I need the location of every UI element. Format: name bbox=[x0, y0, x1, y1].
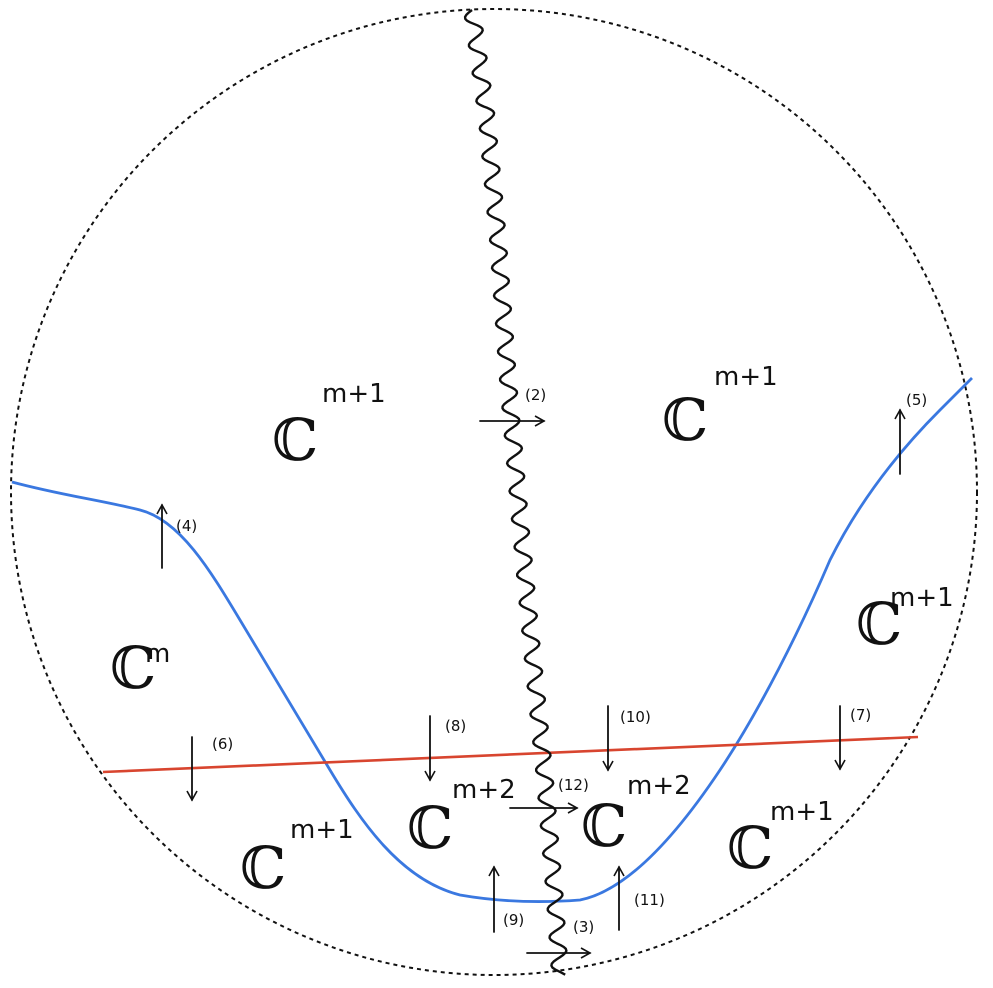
region-bottom-right: ℂ m+1 bbox=[727, 797, 834, 882]
arrow-11: (11) bbox=[613, 865, 665, 931]
disk-boundary bbox=[10, 8, 978, 976]
arrow-label: (3) bbox=[573, 918, 594, 936]
red-line bbox=[102, 735, 919, 774]
wavy-line bbox=[463, 9, 568, 976]
region-center-left: ℂ m+2 bbox=[407, 775, 516, 862]
region-exponent: m bbox=[145, 639, 170, 669]
arrow-label: (2) bbox=[525, 386, 546, 404]
region-exponent: m+1 bbox=[890, 583, 954, 613]
region-base: ℂ bbox=[272, 406, 318, 474]
arrow-label: (11) bbox=[634, 891, 665, 909]
region-exponent: m+1 bbox=[770, 797, 834, 827]
region-exponent: m+1 bbox=[290, 815, 354, 845]
region-right: ℂ m+1 bbox=[856, 583, 954, 658]
region-exponent: m+1 bbox=[714, 362, 778, 392]
arrow-6: (6) bbox=[186, 735, 233, 802]
arrow-label: (8) bbox=[445, 717, 466, 735]
region-left: ℂ m bbox=[110, 634, 170, 702]
arrow-10: (10) bbox=[602, 705, 651, 772]
arrow-label: (6) bbox=[212, 735, 233, 753]
region-exponent: m+2 bbox=[627, 771, 691, 801]
arrow-5: (5) bbox=[894, 391, 927, 475]
arrow-2: (2) bbox=[479, 386, 546, 427]
arrow-7: (7) bbox=[834, 705, 871, 771]
arrow-4: (4) bbox=[156, 503, 197, 569]
arrow-12: (12) bbox=[509, 776, 589, 814]
blue-curve bbox=[11, 377, 973, 903]
region-base: ℂ bbox=[662, 386, 708, 454]
arrow-9: (9) bbox=[488, 865, 524, 933]
region-exponent: m+2 bbox=[452, 775, 516, 805]
region-exponent: m+1 bbox=[322, 379, 386, 409]
region-top-right: ℂ m+1 bbox=[662, 362, 778, 454]
region-base: ℂ bbox=[856, 590, 902, 658]
region-base: ℂ bbox=[110, 634, 156, 702]
region-base: ℂ bbox=[240, 834, 286, 902]
region-top-left: ℂ m+1 bbox=[272, 379, 386, 474]
arrow-label: (9) bbox=[503, 911, 524, 929]
arrow-8: (8) bbox=[424, 715, 466, 782]
arrow-label: (4) bbox=[176, 517, 197, 535]
region-base: ℂ bbox=[407, 794, 453, 862]
arrow-label: (10) bbox=[620, 708, 651, 726]
arrow-3: (3) bbox=[526, 918, 594, 959]
region-bottom-left: ℂ m+1 bbox=[240, 815, 354, 902]
arrow-label: (12) bbox=[558, 776, 589, 794]
region-base: ℂ bbox=[581, 792, 627, 860]
arrow-label: (7) bbox=[850, 706, 871, 724]
region-base: ℂ bbox=[727, 814, 773, 882]
region-center-right: ℂ m+2 bbox=[581, 771, 691, 860]
arrow-label: (5) bbox=[906, 391, 927, 409]
